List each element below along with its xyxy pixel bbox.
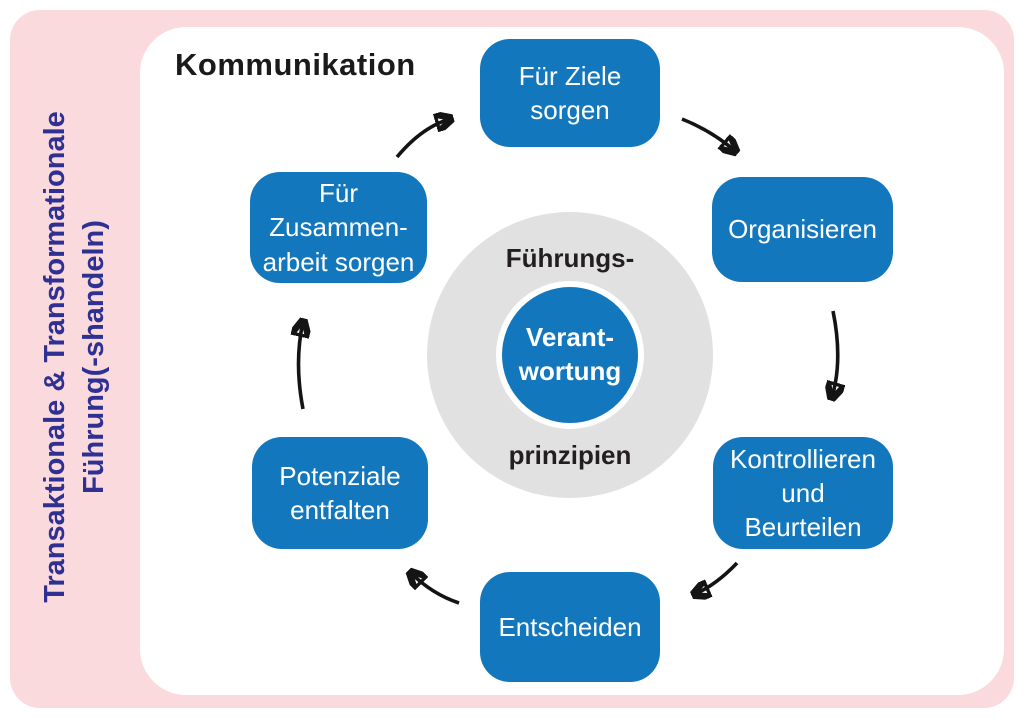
sidebar-vertical-label-line1: Transaktionale & Transformationale [39,111,72,603]
cycle-node-fuer-ziele-sorgen: Für Ziele sorgen [480,39,660,147]
cycle-node-entscheiden: Entscheiden [480,572,660,682]
sidebar-vertical-label-line2: Führung(-shandeln) [78,220,110,494]
page-title: Kommunikation [175,47,416,82]
sidebar-vertical-label: Transaktionale & Transformationale Führu… [36,111,114,603]
cycle-node-kontrollieren-und-beurteilen: Kontrollieren und Beurteilen [713,437,893,549]
cycle-node-potenziale-entfalten: Potenziale entfalten [252,437,428,549]
principles-ring: Führungs- Verant- wortung prinzipien [427,212,713,498]
cycle-node-organisieren: Organisieren [712,177,893,282]
ring-label-bottom: prinzipien [508,440,632,470]
responsibility-core: Verant- wortung [496,281,644,429]
cycle-node-fuer-zusammenarbeit-sorgen: Für Zusammen- arbeit sorgen [250,172,427,283]
ring-label-top: Führungs- [505,243,635,273]
